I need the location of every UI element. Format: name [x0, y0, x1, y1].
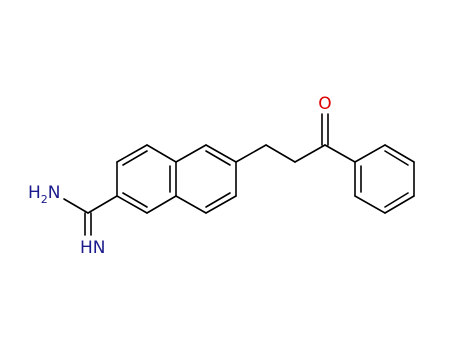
amine-n: N: [48, 183, 61, 203]
bond: [87, 195, 118, 214]
bond: [175, 144, 207, 163]
bond: [324, 144, 356, 163]
double-bond-inner: [122, 192, 148, 208]
double-bond-inner: [384, 192, 409, 208]
imine-label: HN: [80, 238, 106, 258]
bond: [146, 144, 177, 163]
bond: [294, 144, 326, 163]
double-bond-inner: [205, 192, 231, 208]
amine-label: H2N: [28, 183, 61, 206]
bond: [116, 144, 148, 163]
bond: [116, 195, 148, 214]
bond: [146, 195, 177, 214]
bond: [354, 195, 386, 214]
naphthalene-left-ring: [116, 144, 177, 214]
oxygen-label: O: [318, 94, 331, 114]
propanone-chain: [235, 113, 329, 163]
bond: [354, 144, 386, 163]
bond: [205, 195, 237, 214]
amine-subscript: 2: [41, 193, 48, 206]
naphthalene-right-ring: [175, 144, 237, 214]
amidine-group: [63, 195, 118, 236]
bond: [63, 198, 89, 214]
amine-h: H: [28, 183, 41, 203]
bond: [235, 144, 267, 163]
bond: [175, 195, 207, 214]
bond: [384, 195, 415, 214]
phenyl-ring: [324, 144, 415, 214]
bond: [265, 144, 296, 163]
bond: [384, 144, 415, 163]
double-bond-inner: [384, 150, 409, 166]
double-bond-inner: [205, 150, 231, 166]
double-bond-inner: [122, 150, 148, 166]
bond: [205, 144, 237, 163]
